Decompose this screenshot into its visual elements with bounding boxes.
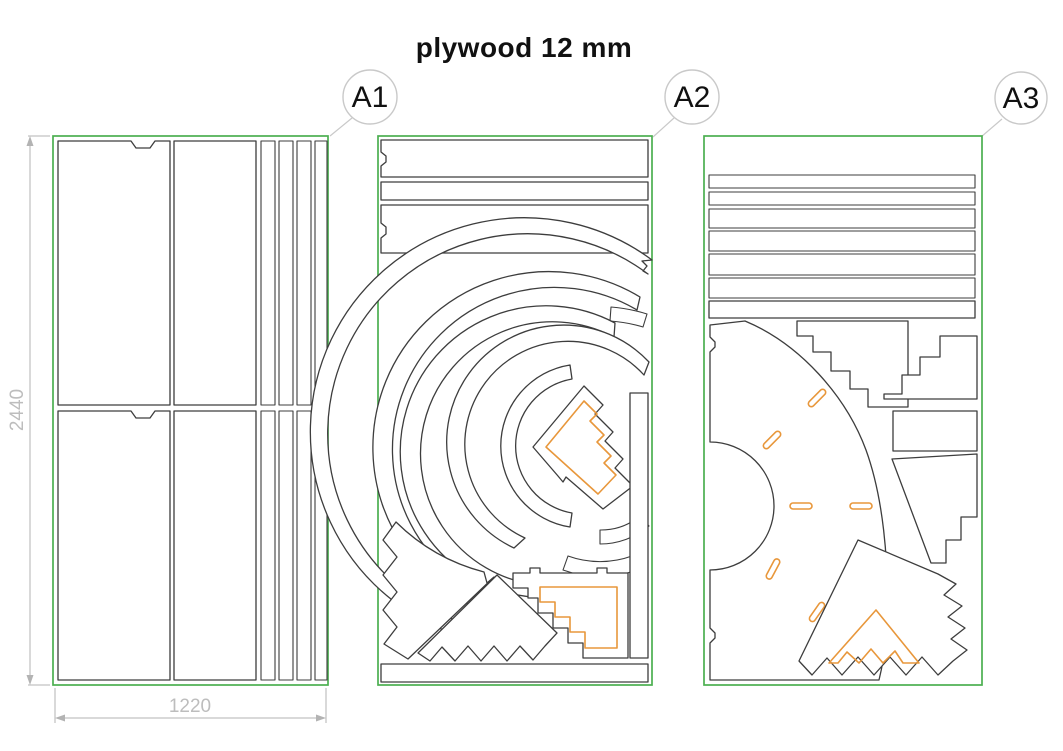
- part-strip: [708, 208, 976, 229]
- part-strip: [260, 140, 276, 406]
- part-strip: [708, 230, 976, 252]
- part-strip: [708, 174, 976, 189]
- highlight-slot: [789, 502, 813, 510]
- part-zigzag-diamond: [417, 574, 558, 662]
- dimension-width: 1220: [54, 688, 327, 723]
- badge-label-a2: A2: [674, 81, 711, 114]
- part-panel: [380, 139, 649, 178]
- leader-line-a3: [980, 118, 1003, 138]
- sheet-a1: [52, 135, 329, 686]
- highlight-chevron-outline: [828, 609, 920, 664]
- part-ring-segment: [500, 364, 573, 528]
- leader-line-a2: [652, 117, 675, 138]
- sheet-a3: [703, 135, 983, 686]
- part-strip: [629, 392, 649, 659]
- part-ring-segment: [446, 324, 650, 549]
- part-stair-block: [883, 335, 978, 400]
- highlight-slot: [807, 388, 827, 408]
- highlight-slot: [765, 558, 781, 580]
- badge-circle-a2: [664, 69, 720, 125]
- part-stair-block: [796, 320, 909, 408]
- highlight-stepped-outline: [545, 400, 617, 495]
- highlight-slot: [762, 430, 782, 450]
- highlight-stair-outline: [539, 586, 618, 649]
- highlight-slot: [808, 601, 826, 623]
- part-stepped-diamond: [532, 385, 634, 510]
- part-strip: [708, 191, 976, 206]
- badge-circle-a3: [994, 71, 1048, 125]
- part-stair-block: [891, 453, 978, 564]
- part-stair-block: [512, 567, 629, 659]
- part-strip: [380, 663, 649, 683]
- part-strip: [380, 181, 649, 201]
- part-strip: [260, 410, 276, 681]
- highlight-slots: [762, 388, 873, 623]
- part-strip: [296, 140, 312, 406]
- highlight-slot: [849, 502, 873, 510]
- dim-width-value: 1220: [169, 696, 211, 717]
- part-panel: [173, 410, 257, 681]
- drawing-title: plywood 12 mm: [416, 32, 633, 63]
- leader-line-a1: [329, 117, 353, 137]
- sheet-badge-a1: A1: [329, 69, 398, 137]
- sheet-badge-a2: A2: [652, 69, 720, 138]
- sheet-a2: [309, 135, 653, 686]
- part-stair-wedge: [382, 521, 495, 660]
- sheet-badge-a3: A3: [980, 71, 1048, 138]
- dim-height-value: 2440: [7, 389, 28, 431]
- dimension-height: 2440: [7, 135, 50, 686]
- part-panel: [892, 410, 978, 452]
- part-strip: [708, 300, 976, 319]
- badge-label-a3: A3: [1003, 82, 1040, 115]
- part-strip: [708, 277, 976, 299]
- sheet-a3-outline: [703, 135, 983, 686]
- part-panel: [173, 140, 257, 406]
- part-strip: [278, 410, 294, 681]
- part-panel: [57, 140, 171, 406]
- part-strip: [296, 410, 312, 681]
- part-panel: [57, 410, 171, 681]
- badge-circle-a1: [342, 69, 398, 125]
- badge-label-a1: A1: [352, 81, 389, 114]
- part-strip: [278, 140, 294, 406]
- part-strip: [708, 253, 976, 276]
